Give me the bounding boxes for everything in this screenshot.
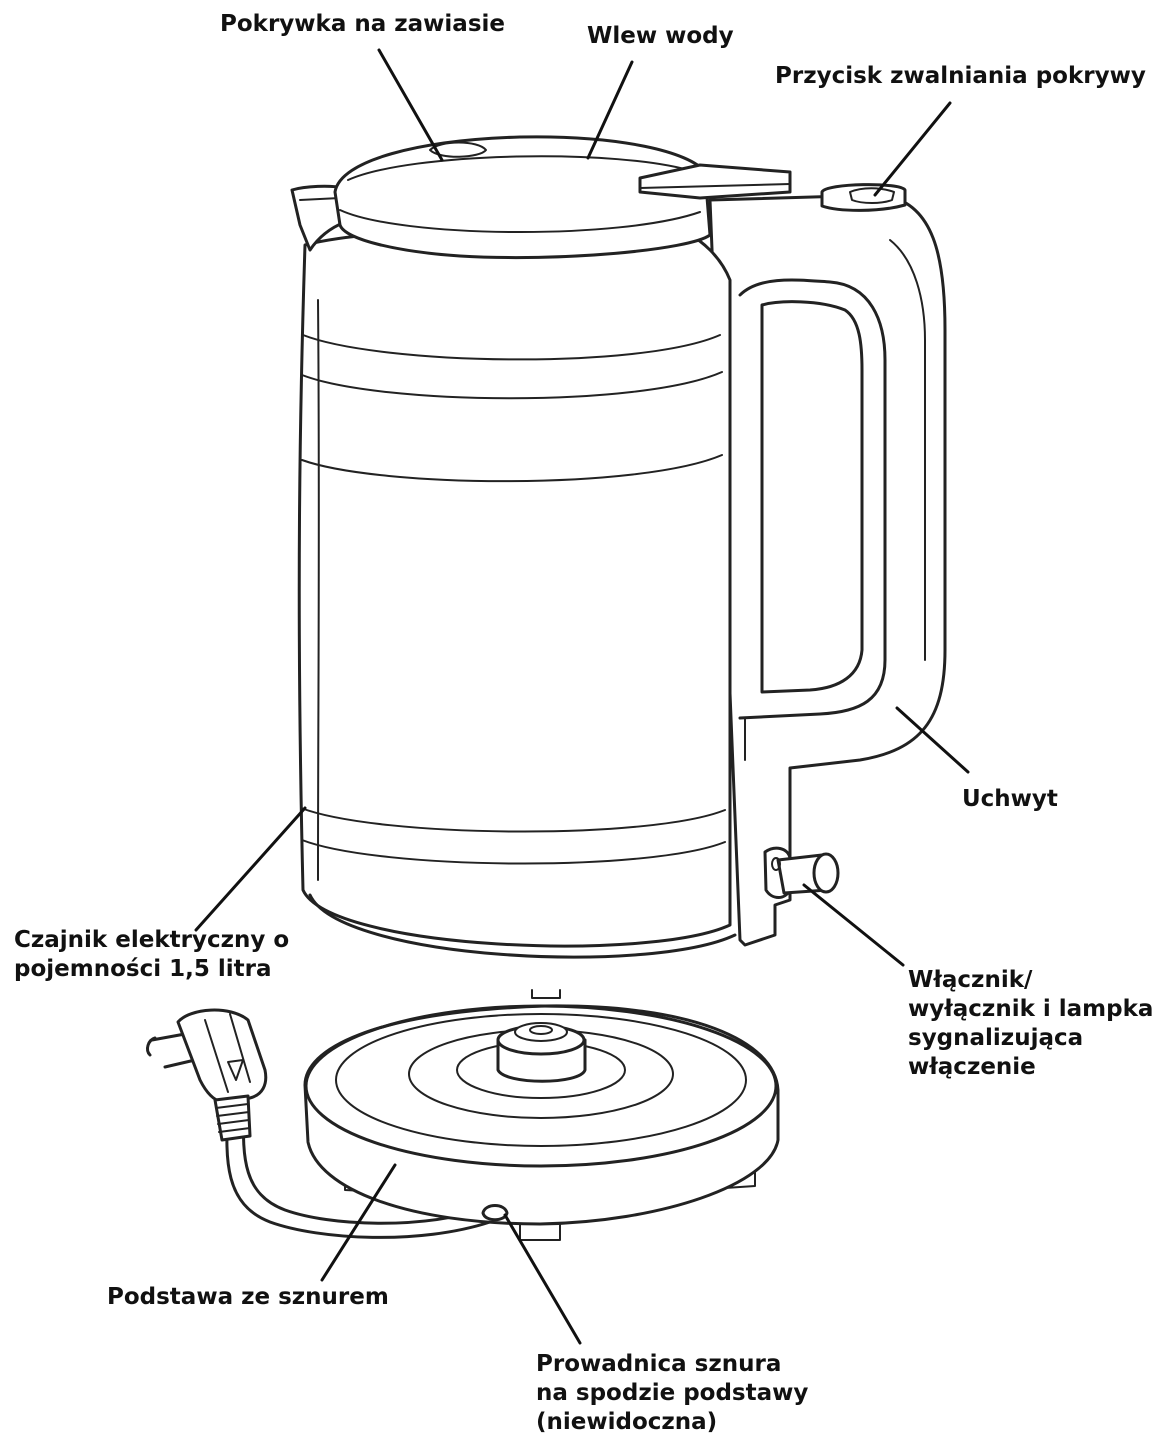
label-switch-line-2: wyłącznik i lampka: [908, 996, 1154, 1022]
label-base-with-cord: Podstawa ze sznurem: [107, 1284, 389, 1310]
label-guide-line-3: (niewidoczna): [536, 1409, 718, 1435]
label-switch-line-4: włączenie: [908, 1054, 1036, 1080]
label-hinged-lid: Pokrywka na zawiasie: [220, 11, 505, 37]
label-guide-line-1: Prowadnica sznura: [536, 1351, 782, 1377]
label-switch-line-1: Włącznik/: [908, 967, 1033, 993]
label-kettle-line-1: Czajnik elektryczny o: [14, 927, 290, 953]
label-lid-release-button: Przycisk zwalniania pokrywy: [775, 63, 1146, 89]
label-water-spout: Wlew wody: [587, 23, 734, 49]
leader-base: [320, 1163, 397, 1282]
kettle-base-drawing: [225, 1004, 780, 1241]
leader-handle: [895, 706, 970, 774]
leader-spout: [586, 60, 634, 160]
label-switch-line-3: sygnalizująca: [908, 1025, 1084, 1051]
label-cord-guide: Prowadnica sznura na spodzie podstawy (n…: [536, 1350, 808, 1437]
leader-guide: [503, 1213, 582, 1345]
label-handle: Uchwyt: [962, 786, 1058, 812]
label-kettle: Czajnik elektryczny o pojemności 1,5 lit…: [14, 926, 289, 984]
leader-kettle: [194, 806, 307, 932]
leader-lid: [377, 48, 444, 162]
leader-release: [873, 101, 952, 197]
leader-switch: [802, 883, 905, 967]
label-power-switch: Włącznik/ wyłącznik i lampka sygnalizują…: [908, 966, 1153, 1082]
power-plug-drawing: [146, 1008, 268, 1142]
label-guide-line-2: na spodzie podstawy: [536, 1380, 809, 1406]
label-kettle-line-2: pojemności 1,5 litra: [14, 956, 272, 982]
kettle-body-drawing: [290, 135, 947, 999]
